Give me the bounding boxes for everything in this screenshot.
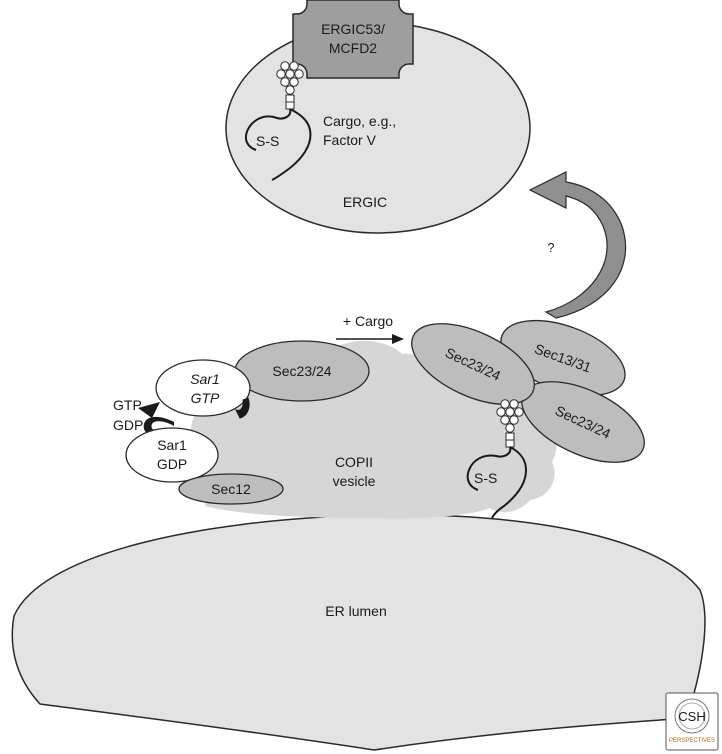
transport-arrow	[528, 171, 627, 319]
logo-sub-text: PERSPECTIVES	[669, 738, 715, 744]
sar1-gdp-label-line1: Sar1	[157, 437, 187, 453]
csh-perspectives-logo: CSH PERSPECTIVES	[665, 692, 719, 751]
gdp-label: GDP	[113, 417, 143, 433]
sar1-gdp-label-line2: GDP	[157, 456, 187, 472]
glycan-bottom	[496, 399, 524, 448]
ergic53-label-line1: ERGIC53/	[321, 21, 385, 37]
plus-cargo-label: + Cargo	[343, 313, 393, 329]
ergic53-mcfd2-box	[292, 0, 414, 79]
question-label: ?	[548, 241, 555, 255]
plus-cargo-arrowhead	[392, 334, 404, 344]
cargo-label-line1: Cargo, e.g.,	[323, 113, 396, 129]
sec23-24-right-top	[411, 323, 535, 405]
sar1-gtp-label-line2: GTP	[191, 390, 220, 406]
er-lumen	[11, 514, 706, 751]
cargo-chain-top	[244, 108, 312, 181]
gtp-label: GTP	[113, 397, 142, 413]
sar1-membrane-anchor	[235, 397, 250, 419]
ss-label-bottom: S-S	[474, 470, 497, 486]
er-lumen-label: ER lumen	[325, 603, 386, 619]
ergic-label: ERGIC	[343, 194, 387, 210]
cargo-label-line2: Factor V	[323, 132, 377, 148]
glycan-top	[276, 61, 304, 110]
gtp-gdp-arrowhead	[138, 402, 160, 418]
sar1-gtp-label-line1: Sar1	[190, 371, 220, 387]
sec12-label: Sec12	[211, 481, 251, 497]
ergic53-label-line2: MCFD2	[329, 40, 377, 56]
sar1-gtp	[155, 359, 251, 417]
sec12	[178, 473, 284, 505]
ss-label-top: S-S	[256, 133, 279, 149]
logo-main-text: CSH	[678, 709, 705, 724]
copii-label-line2: vesicle	[333, 473, 376, 489]
cargo-chain-bottom	[466, 446, 528, 519]
sar1-gdp	[125, 427, 219, 483]
copii-label-line1: COPII	[335, 454, 373, 470]
sec23-24-left-label: Sec23/24	[272, 363, 331, 379]
